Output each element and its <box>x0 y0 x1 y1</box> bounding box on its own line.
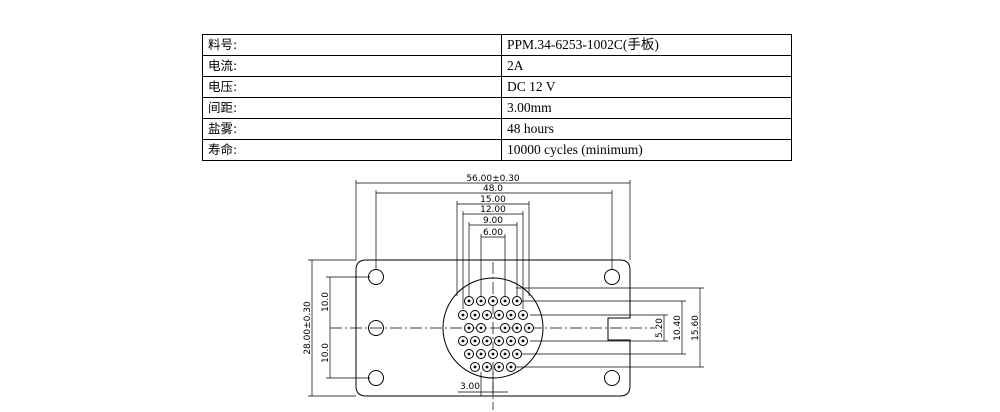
dim-overall-height: 28.00±0.30 <box>303 301 313 355</box>
mount-hole <box>604 370 620 386</box>
dim-pitch: 3.00 <box>460 382 480 392</box>
dim-upper-offset: 10.0 <box>321 292 331 312</box>
mount-hole <box>604 269 620 285</box>
dim-span-9: 9.00 <box>483 216 503 226</box>
spec-label: 电压: <box>202 76 502 98</box>
plate-outline <box>355 259 631 397</box>
mount-hole <box>368 370 384 386</box>
table-row: 盐雾: 48 hours <box>202 118 792 140</box>
dim-right-1040: 10.40 <box>673 315 683 341</box>
dim-overall-width: 56.00±0.30 <box>466 174 520 184</box>
dim-right-520: 5.20 <box>655 318 665 338</box>
dim-span-15: 15.00 <box>480 195 506 205</box>
dim-lower-offset: 10.0 <box>321 343 331 363</box>
spec-value: 10000 cycles (minimum) <box>501 139 792 161</box>
dim-hole-span: 48.0 <box>483 184 503 194</box>
table-row: 寿命: 10000 cycles (minimum) <box>202 139 792 161</box>
spec-table: 料号: PPM.34-6253-1002C(手板) 电流: 2A 电压: DC … <box>202 34 792 161</box>
dim-right-1560: 15.60 <box>691 315 701 341</box>
dim-span-6: 6.00 <box>483 228 503 238</box>
spec-label: 寿命: <box>202 139 502 161</box>
table-row: 电压: DC 12 V <box>202 76 792 98</box>
mount-hole <box>368 269 384 285</box>
dim-span-12: 12.00 <box>480 205 506 215</box>
mount-hole <box>368 320 384 336</box>
contact-pins <box>458 296 534 372</box>
